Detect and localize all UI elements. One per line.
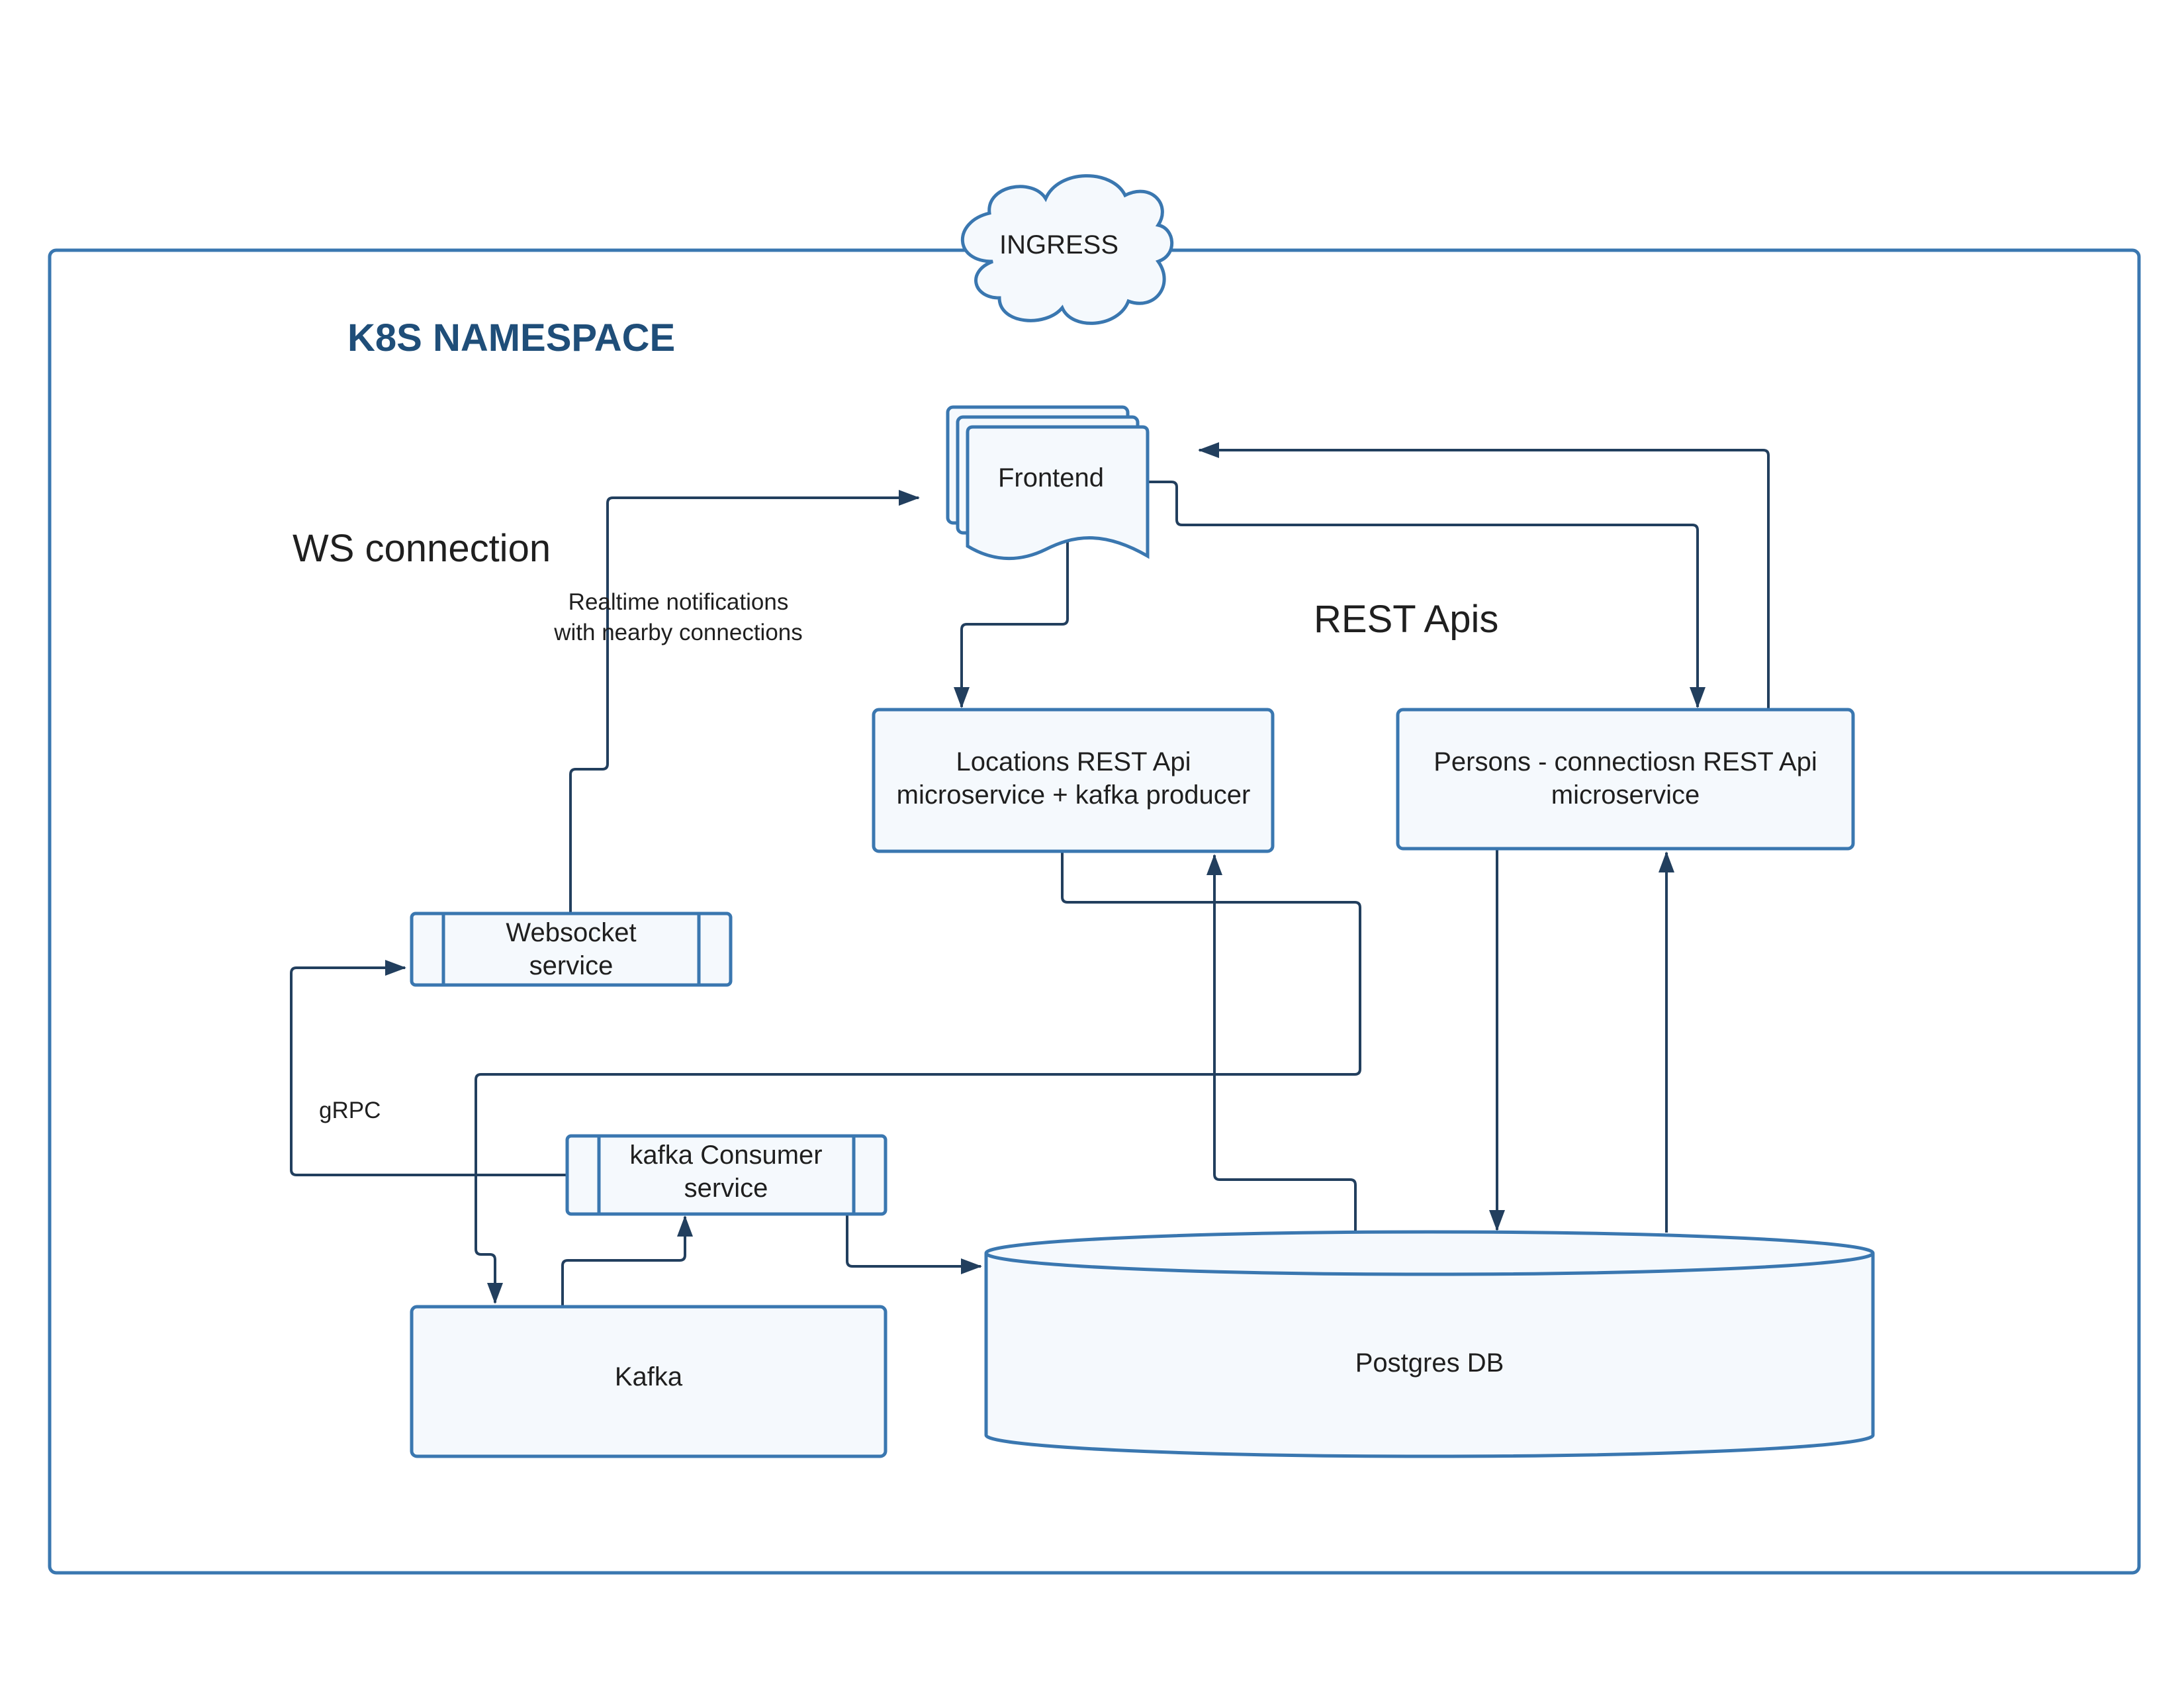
rest-apis-label: REST Apis [1314, 598, 1498, 641]
edge-websocket-to-frontend [569, 490, 920, 912]
kafka-consumer-label: kafka Consumer [629, 1141, 822, 1170]
realtime-notifications-label-line2: with nearby connections [553, 620, 803, 645]
postgres-db-node[interactable]: Postgres DB [984, 1230, 1875, 1458]
postgres-db-label: Postgres DB [1355, 1348, 1504, 1378]
persons-api-label-line2: microservice [1551, 780, 1700, 810]
ingress-cloud[interactable]: INGRESS [960, 174, 1174, 325]
websocket-service-label-line2: service [529, 951, 614, 980]
realtime-notifications-label: Realtime notifications [569, 589, 789, 615]
websocket-service-node[interactable]: Websocket service [410, 912, 733, 987]
namespace-title: K8S NAMESPACE [347, 316, 675, 359]
edge-consumer-to-websocket [290, 960, 566, 1176]
kafka-consumer-node[interactable]: kafka Consumer service [565, 1134, 887, 1216]
locations-api-label: Locations REST Api [956, 747, 1191, 776]
grpc-label: gRPC [319, 1098, 381, 1123]
edge-persons-to-frontend [1198, 442, 1770, 708]
locations-api-node[interactable]: Locations REST Api microservice + kafka … [872, 708, 1275, 853]
persons-api-label: Persons - connectiosn REST Api [1433, 747, 1817, 776]
websocket-service-label: Websocket [506, 918, 636, 947]
persons-api-node[interactable]: Persons - connectiosn REST Api microserv… [1396, 708, 1855, 851]
edge-consumer-to-postgres [846, 1215, 982, 1274]
frontend-label: Frontend [998, 463, 1104, 492]
edges [290, 442, 1770, 1305]
kafka-node[interactable]: Kafka [410, 1305, 887, 1458]
kafka-consumer-label-line2: service [684, 1174, 768, 1203]
edge-frontend-to-persons [1146, 481, 1706, 708]
edge-postgres-to-locations [1206, 854, 1357, 1231]
edge-frontend-to-locations [954, 541, 1069, 708]
ws-connection-label: WS connection [293, 527, 551, 570]
kafka-label: Kafka [615, 1362, 683, 1391]
frontend-node[interactable]: Frontend [946, 405, 1150, 561]
edge-locations-to-kafka [475, 853, 1361, 1304]
ingress-label: INGRESS [999, 230, 1118, 259]
edge-kafka-to-consumer [561, 1215, 693, 1305]
locations-api-label-line2: microservice + kafka producer [897, 780, 1251, 810]
